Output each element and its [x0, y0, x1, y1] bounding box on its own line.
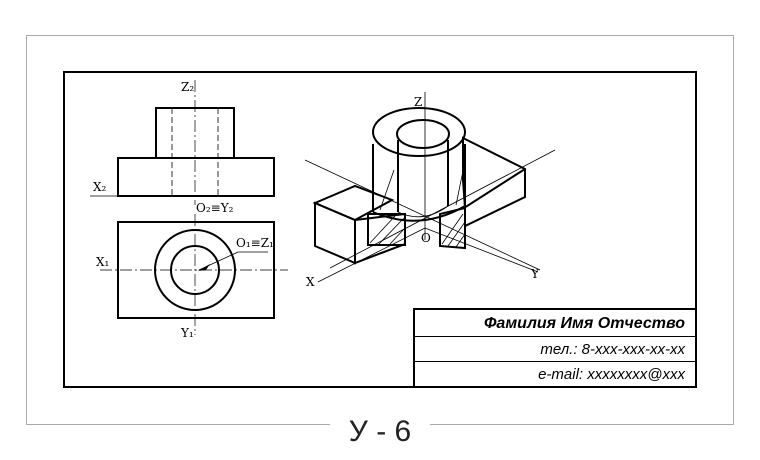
- title-block-name: Фамилия Имя Отчество: [415, 310, 695, 337]
- title-block-email: e-mail: xxxxxxxx@xxx: [538, 366, 685, 383]
- title-block-phone: тел.: 8-ххх-ххх-хх-хх: [415, 337, 695, 362]
- iso-bore-walls: [397, 140, 449, 212]
- label-o1-z1: O₁≡Z₁: [236, 236, 274, 250]
- label-iso-z: Z: [414, 95, 422, 109]
- iso-boss-bottom: [372, 205, 466, 222]
- top-view-base: [117, 221, 275, 319]
- iso-left-arm-front: [354, 212, 406, 265]
- drawing-frame: [63, 71, 697, 388]
- iso-left-arm-end: [314, 201, 356, 265]
- iso-section-left: [367, 213, 406, 246]
- iso-x-axis: [317, 227, 426, 283]
- iso-boss-sides: [372, 144, 466, 212]
- iso-bore-bottom: [397, 205, 449, 218]
- top-view-origin-arrow: [198, 264, 210, 271]
- iso-y-axis: [424, 227, 539, 273]
- label-x1: X₁: [96, 255, 109, 269]
- label-y1: Y₁: [180, 326, 194, 340]
- label-iso-x: X: [306, 275, 315, 289]
- iso-hatching: [369, 165, 466, 248]
- iso-boss-top-outer: [372, 107, 466, 157]
- sheet-code: У - 6: [330, 412, 430, 452]
- front-view-base: [117, 157, 275, 197]
- iso-boss-bore: [396, 119, 450, 149]
- label-iso-o: O: [421, 231, 431, 245]
- label-z2: Z₂: [181, 80, 194, 94]
- iso-extension-line-2: [329, 149, 556, 269]
- isometric-view: Z X Y O: [304, 92, 556, 289]
- label-iso-y: Y: [530, 267, 540, 281]
- front-view: Z₂ X₂ O₂≡Y₂: [90, 80, 275, 215]
- title-block: Фамилия Имя Отчество тел.: 8-ххх-ххх-хх-…: [413, 308, 697, 388]
- iso-extension-line-1: [304, 159, 541, 271]
- iso-right-arm-edge: [463, 168, 526, 209]
- label-o2-y2: O₂≡Y₂: [196, 201, 234, 215]
- top-view: O₁≡Z₁ X₁ Y₁: [96, 214, 288, 340]
- label-x2: X₂: [93, 180, 107, 194]
